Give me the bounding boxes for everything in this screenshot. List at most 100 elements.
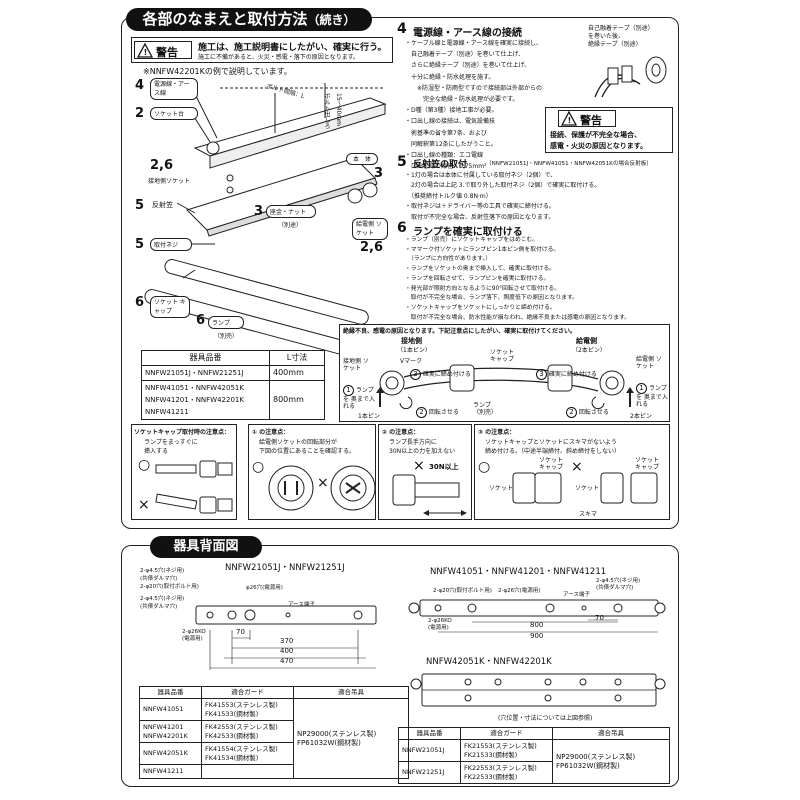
note-2-box: ② の注意点： ランプ長手方向に 30N以上の力を加えない × 30N以上 (378, 424, 472, 520)
part-2-number: 2 (135, 106, 145, 121)
warning-line-1: 施工は、施工説明書にしたがい、確実に行う。 (198, 43, 387, 53)
lamp-diagram-drawing (376, 364, 634, 410)
hole-label: (共俵ダルマ穴) (140, 576, 178, 582)
one-pin-label: 1本ピン (358, 413, 380, 420)
feed-side-sub: （2本ピン） (572, 347, 606, 354)
part-5a-label: 反射笠 (152, 201, 173, 209)
cap-note-title: ソケットキャップ取付時の注意点： (134, 429, 231, 436)
ng-mark: × (317, 475, 329, 491)
table-header: 器具品番 (398, 727, 461, 740)
sec4-line: ・口出し線の接続は、電気設備技 (405, 118, 496, 126)
sec4-number: 4 (397, 21, 407, 37)
force-label: 30N以上 (429, 463, 459, 471)
part-3b-label: 座金・ナット (266, 205, 316, 218)
table-cell-model: NNFW21051J・NNFW21251J (141, 365, 270, 381)
socket-cap-label: ソケット キャップ (490, 349, 515, 363)
sec6-title: ランプを確実に取付ける (413, 227, 523, 238)
sec4-body: ・ケーブル線と電源線・アース線を確実に接続し、 自己融着テープ（別途）を巻いて仕… (405, 38, 542, 172)
left-earth-label: アース端子 (288, 602, 315, 608)
part-5b-label: 取付ネジ (150, 238, 192, 251)
sec6-line: ・ソケットキャップをソケットにしっかりと締め付ける。 (405, 304, 556, 311)
left-dim-400: 400 (280, 647, 294, 655)
cap-note-box: ソケットキャップ取付時の注意点： ランプをまっすぐに 挿入する ○ × (131, 424, 237, 520)
gap-label: スキマ (579, 511, 598, 518)
part-2-label: ソケット台 (150, 107, 198, 120)
step-2-text: 回転させる (578, 409, 609, 416)
right-top-h2: 2-φ26穴(電源用) (498, 588, 541, 594)
lamp-install-diagram: 絶縁不良、感電の原因となります。下記注意点にしたがい、確実に取付けてください。 … (339, 324, 670, 422)
sec6-line: ・ママーク付ソケットにランプピン1本ピン側を取付ける。 (405, 246, 560, 253)
warning-triangle-icon: ! (136, 42, 154, 58)
table-row: NNFW41051 FK41553(ステンレス製) FK41533(鋼材製) N… (139, 698, 409, 779)
table-header: 適合吊具 (552, 727, 670, 740)
sec5-body: ・1灯の場合は本体に付属している取付ネジ（2個）で、 2灯の場合は上記 3.で取… (405, 171, 600, 223)
part-6b-label: ランプ (208, 316, 244, 329)
feed-side-title: 給電側 (576, 337, 597, 345)
ok-mark: ○ (478, 459, 491, 475)
sec4-line: 十分に絶縁・防水処理を施す。 (405, 73, 495, 81)
vmark-label: Vマーク (400, 358, 423, 365)
table-cell-guard: FK41554(ステンレス製) FK41534(鋼材製) (201, 742, 294, 765)
right-mid-model: NNFW42051K・NNFW42201K (426, 657, 552, 667)
sec5-line: （推奨締付トルク値 0.8N·m） (405, 192, 492, 200)
note-3-box: ③ の注意点： ソケットキャップとソケットにスキマがないよう 締め付ける。（中途… (474, 424, 670, 520)
note-2-line: 30N以上の力を加えない (389, 448, 456, 455)
connection-warning-box: ! 警告 接続、保護が不完全な場合、 感電・火災の原因となります。 (545, 107, 673, 153)
sec6-line: （ランプに方向性があります。） (405, 256, 492, 263)
lamp-label: ランプ （別売） (473, 402, 498, 416)
left-h4-label: 2-φ26KO (電源用) (182, 629, 206, 643)
part-5a-number: 5 (135, 198, 145, 213)
part-4-label: 電源線・アース線 (150, 78, 198, 100)
table-cell-guard: FK41553(ステンレス製) FK41533(鋼材製) (201, 698, 294, 721)
tape-wrap-illustration (594, 56, 667, 98)
socket-label: ソケット (575, 485, 600, 492)
sec4-line: ・ケーブル線と電源線・アース線を確実に接続し、 (405, 40, 542, 47)
sec6-line: 取付が不完全な場合、ランプ落下、照度低下の原因となります。 (405, 295, 578, 302)
part-3b-number: 3 (254, 204, 264, 219)
section-title-suffix: （続き） (307, 13, 356, 27)
back-view-title-pill: 器具背面図 (150, 536, 262, 558)
warning-line-2: 感電・火災の原因となります。 (550, 142, 648, 150)
table-cell-guard: FK21553(ステンレス製) FK21533(鋼材製) (460, 739, 553, 762)
step-3-label-right: 3 確実に締め付ける (536, 369, 597, 380)
step-2-right-label: 2 回転させる (566, 407, 609, 418)
right-top-h4: 2-φ26KO (電源用) (428, 618, 452, 632)
table-cell-hanger: NP29000(ステンレス製) FP61032W(鋼材製) (552, 739, 670, 784)
warning-badge: ! 警告 (134, 41, 192, 59)
sec4-line: 術基準の省令第7条、および (405, 129, 487, 137)
svg-text:!: ! (144, 48, 148, 57)
earth-side-sub: （1本ピン） (397, 347, 431, 354)
tape-label-line: 絶縁テープ（別途） (588, 41, 642, 48)
hole-label: (共俵ダルマ穴) (596, 585, 634, 591)
sec4-line: ※防湿型・防雨型ですので接続部は外部からの (405, 84, 543, 92)
note-3-title: ③ の注意点： (478, 429, 516, 436)
part-26-left-label: 接地側ソケット (148, 178, 191, 185)
sec4-line: さらに絶縁テープ（別途）を巻いて仕上げ、 (405, 62, 531, 70)
tape-label-line: 自己融着テープ（別途） (588, 25, 654, 32)
warning-label: 警告 (156, 46, 178, 59)
sec4-line: 完全な絶縁・防水処理が必要です。 (405, 96, 519, 104)
sec6-line: ・ランプを回転させて、ランプピンを確実に取付ける。 (405, 275, 550, 282)
right-top-dim-800: 800 (530, 621, 544, 629)
left-h5-label: φ26穴(電源用) (246, 585, 283, 591)
sec6-line: ・発光部が照射方向となるように90°回転させて取付ける。 (405, 285, 561, 292)
left-dim-70: 70 (236, 628, 245, 636)
step-2-number: 2 (566, 407, 577, 418)
table-row: NNFW41211 (139, 764, 409, 779)
feed-socket-label: 給電側 ソケット (636, 356, 662, 370)
sec6-line: ・ランプをソケットの奥まで挿入して、確実に取付ける。 (405, 266, 556, 273)
right-top-dim-900: 900 (530, 632, 544, 640)
sec4-title: 電源線・アース線の接続 (413, 28, 522, 39)
hole-label: 2-φ26KO (428, 618, 452, 624)
hole-label: 2-φ4.5穴(ネジ用) (140, 596, 185, 602)
part-26-left-number: 2,6 (150, 158, 174, 173)
right-mid-back-drawing (410, 673, 666, 707)
table-header: 器具品番 (139, 686, 202, 699)
sec6-line: ・ランプ（別売）にソケットキャップをはめこむ。 (405, 237, 539, 243)
table-header: L寸法 (269, 350, 325, 366)
note-1-box: ① の注意点： 給電側ソケットの回転部分が 下図の位置にあることを確認する。 ○… (248, 424, 376, 520)
hole-label: 2-φ4.5穴(ネジ用) (596, 578, 641, 584)
body-label: 本 体 (346, 153, 378, 165)
feed-socket-label: 給電側 ソケット (352, 218, 388, 240)
step-2-text: 回転させる (428, 409, 459, 416)
